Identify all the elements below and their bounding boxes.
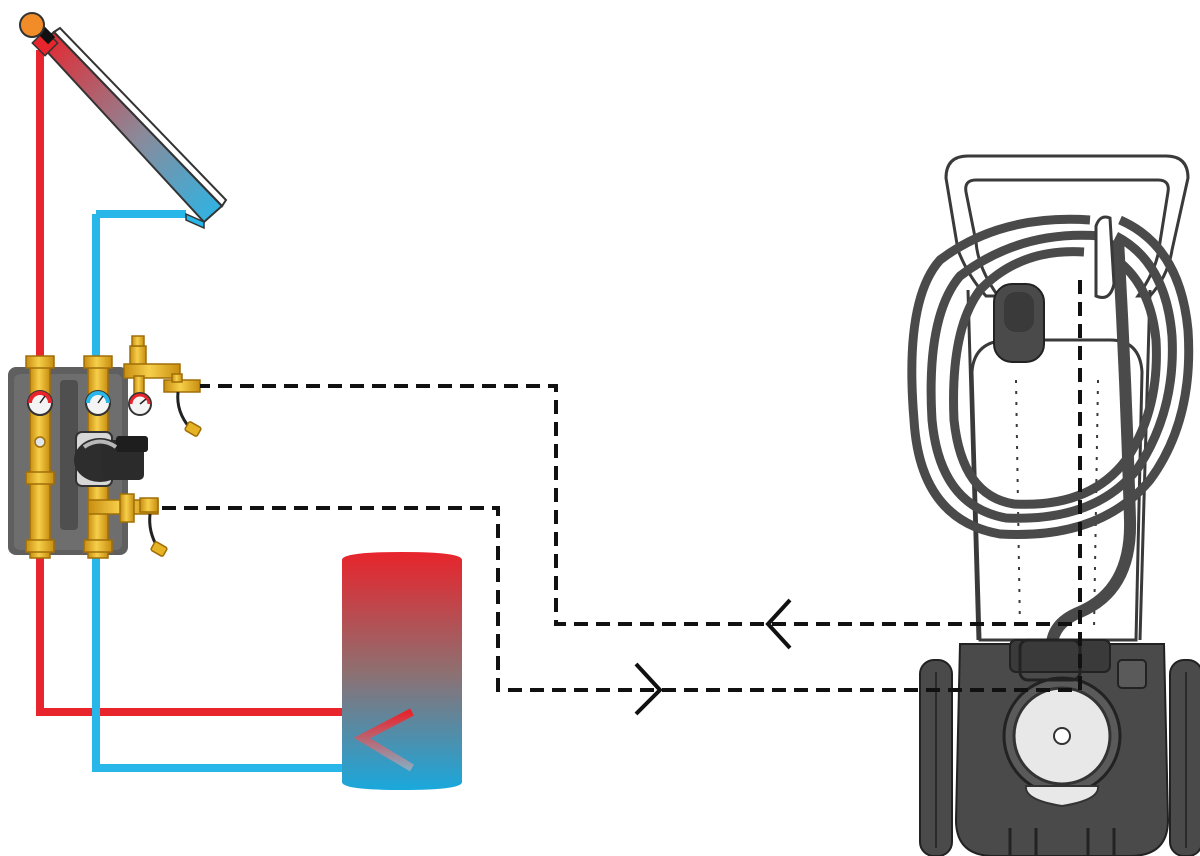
- filler-cap-icon: [993, 283, 1045, 363]
- pump-motor-icon: [1002, 676, 1122, 808]
- heat-exchanger-coil-icon: [353, 708, 415, 772]
- left-wheel-icon: [919, 659, 953, 856]
- safety-valve-icon: [123, 335, 181, 407]
- lower-fill-valve-icon: [87, 493, 168, 557]
- return-hose-line: [162, 506, 1082, 692]
- pump-station: [8, 335, 202, 559]
- hot-flow-pipe: [36, 50, 412, 716]
- supply-hose-line: [200, 280, 1082, 626]
- storage-tank: [342, 552, 462, 790]
- solar-collector: [19, 12, 228, 230]
- filling-unit: [907, 154, 1200, 856]
- supply-flow-arrow-icon: [765, 598, 792, 650]
- hose-coil-icon: [907, 214, 1194, 540]
- upper-fill-valve-icon: [163, 373, 202, 437]
- circulation-pump-icon: [74, 431, 148, 487]
- return-flow-arrow-icon: [634, 662, 663, 716]
- collector-sensor-icon: [19, 12, 45, 38]
- right-wheel-icon: [1169, 659, 1200, 856]
